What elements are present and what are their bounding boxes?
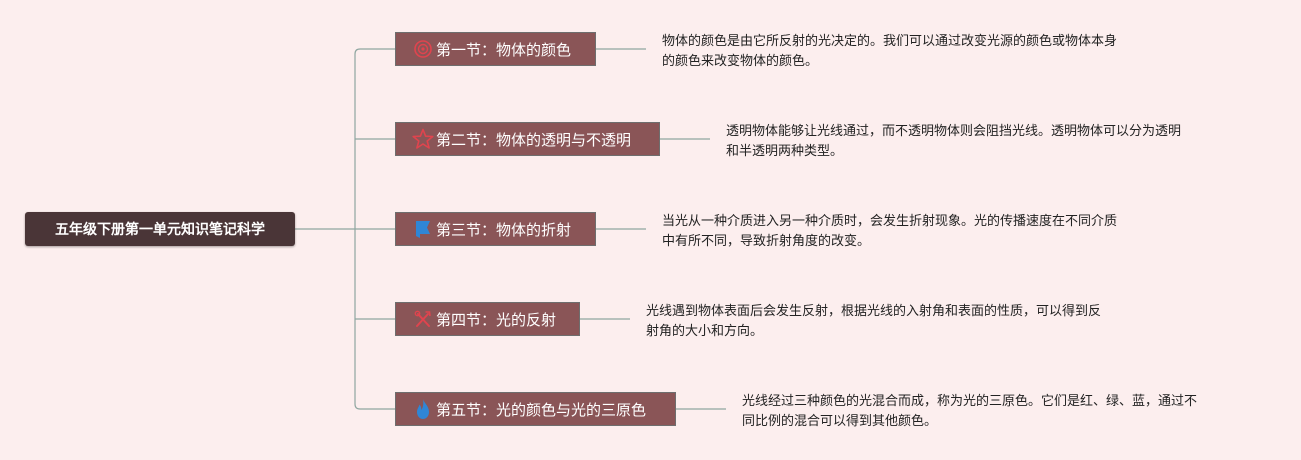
section-description-1: 物体的颜色是由它所反射的光决定的。我们可以通过改变光源的颜色或物体本身 的颜色来… bbox=[662, 32, 1117, 72]
target-icon bbox=[412, 38, 434, 60]
section-description-2: 透明物体能够让光线通过，而不透明物体则会阻挡光线。透明物体可以分为透明 和半透明… bbox=[726, 122, 1181, 162]
flag-icon bbox=[412, 218, 434, 240]
root-node[interactable]: 五年级下册第一单元知识笔记科学 bbox=[25, 212, 295, 246]
section-node-4[interactable]: 第四节：光的反射 bbox=[395, 302, 580, 336]
section-text-line: 同比例的混合可以得到其他颜色。 bbox=[742, 414, 938, 429]
section-node-1[interactable]: 第一节：物体的颜色 bbox=[395, 32, 596, 66]
section-label-2: 第二节：物体的透明与不透明 bbox=[436, 130, 632, 149]
section-description-3: 当光从一种介质进入另一种介质时，会发生折射现象。光的传播速度在不同介质 中有所不… bbox=[662, 212, 1117, 252]
section-node-2[interactable]: 第二节：物体的透明与不透明 bbox=[395, 122, 660, 156]
section-text-line: 的颜色来改变物体的颜色。 bbox=[662, 54, 819, 69]
section-label-3: 第三节：物体的折射 bbox=[436, 220, 572, 239]
flame-icon bbox=[412, 398, 434, 420]
section-text-line: 透明物体能够让光线通过，而不透明物体则会阻挡光线。透明物体可以分为透明 bbox=[726, 124, 1182, 139]
section-label-5: 第五节：光的颜色与光的三原色 bbox=[436, 400, 647, 419]
tools-icon bbox=[412, 308, 434, 330]
section-text-line: 射角的大小和方向。 bbox=[646, 324, 764, 339]
section-label-1: 第一节：物体的颜色 bbox=[436, 40, 572, 59]
section-label-4: 第四节：光的反射 bbox=[436, 310, 557, 329]
section-text-line: 光线经过三种颜色的光混合而成，称为光的三原色。它们是红、绿、蓝，通过不 bbox=[742, 394, 1198, 409]
section-node-3[interactable]: 第三节：物体的折射 bbox=[395, 212, 596, 246]
root-label: 五年级下册第一单元知识笔记科学 bbox=[55, 222, 265, 238]
section-text-line: 和半透明两种类型。 bbox=[726, 144, 844, 159]
section-text-line: 物体的颜色是由它所反射的光决定的。我们可以通过改变光源的颜色或物体本身 bbox=[662, 34, 1118, 49]
star-icon bbox=[412, 128, 434, 150]
section-description-4: 光线遇到物体表面后会发生反射，根据光线的入射角和表面的性质，可以得到反 射角的大… bbox=[646, 302, 1101, 342]
section-text-line: 当光从一种介质进入另一种介质时，会发生折射现象。光的传播速度在不同介质 bbox=[662, 214, 1118, 229]
section-description-5: 光线经过三种颜色的光混合而成，称为光的三原色。它们是红、绿、蓝，通过不 同比例的… bbox=[742, 392, 1197, 432]
section-node-5[interactable]: 第五节：光的颜色与光的三原色 bbox=[395, 392, 676, 426]
section-text-line: 光线遇到物体表面后会发生反射，根据光线的入射角和表面的性质，可以得到反 bbox=[646, 304, 1102, 319]
section-text-line: 中有所不同，导致折射角度的改变。 bbox=[662, 234, 871, 249]
